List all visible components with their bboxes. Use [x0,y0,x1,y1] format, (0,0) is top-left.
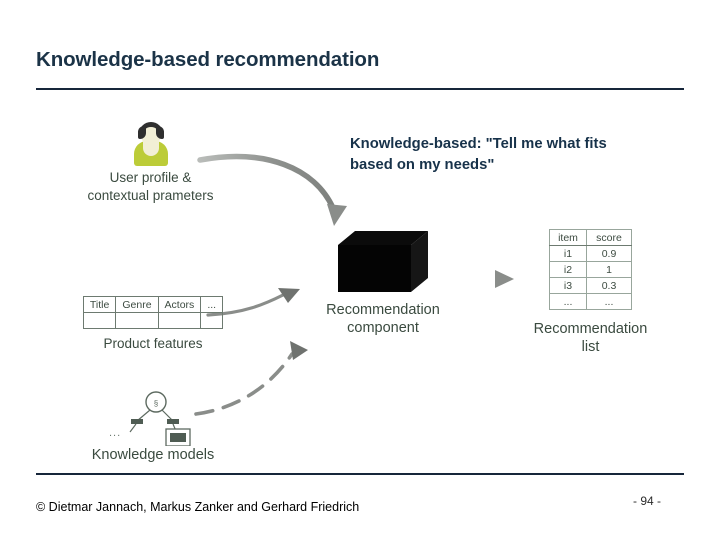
node-user-profile-caption: User profile & contextual prameters [38,169,263,205]
black-box-icon [338,231,428,293]
recommendation-list-table: item score i1 0.9 i2 1 i3 0.3 ... ... [549,229,632,310]
table-row: ... ... [549,293,632,310]
callout-quote-line-1: Knowledge-based: "Tell me what fits [350,136,607,152]
product-features-header-3: ... [200,296,224,313]
table-row-header: Title Genre Actors ... [82,296,224,313]
recommendation-list-score-0: 0.9 [586,245,632,262]
svg-text:§: § [154,399,158,408]
node-user-profile-caption-line-2: contextual prameters [87,188,214,204]
recommendation-flow-diagram: User profile & contextual prameters Titl… [0,96,720,471]
product-features-cell-2 [157,312,202,329]
node-knowledge-models: § ... Knowledge models [48,391,258,463]
arrow-product-to-component-head [278,288,300,303]
product-features-cell-0 [82,312,117,329]
node-recommendation-component: Recommendation component [288,231,478,337]
callout-quote-line-2: based on my needs" [350,157,495,173]
table-row [82,312,224,329]
recommendation-list-item-3: ... [549,293,587,310]
node-recommendation-component-caption: Recommendation component [288,301,478,337]
knowledge-tree-icon: § ... [108,391,198,446]
arrow-knowledge-to-component-head [290,341,308,360]
product-features-cell-1 [115,312,159,329]
node-recommendation-list-caption-line-1: Recommendation [533,321,648,337]
recommendation-list-score-2: 0.3 [586,277,632,294]
recommendation-list-item-1: i2 [549,261,587,278]
header-divider [36,88,684,90]
table-row: i1 0.9 [549,245,632,262]
product-features-cell-3 [200,312,224,329]
product-features-table: Title Genre Actors ... [82,296,224,329]
arrow-user-to-component [197,153,336,211]
recommendation-list-item-0: i1 [549,245,587,262]
footer-credit: © Dietmar Jannach, Markus Zanker and Ger… [36,500,360,514]
node-recommendation-list: item score i1 0.9 i2 1 i3 0.3 ... ... [493,229,688,356]
node-recommendation-list-caption: Recommendation list [493,320,688,356]
node-recommendation-component-caption-line-2: component [347,320,419,337]
arrow-component-to-list-head [495,270,514,288]
node-user-profile: User profile & contextual prameters [38,122,263,205]
user-avatar-icon [128,122,174,166]
recommendation-list-item-2: i3 [549,277,587,294]
table-row: i3 0.3 [549,277,632,294]
footer-divider [36,473,684,475]
product-features-header-2: Actors [157,296,202,313]
node-product-features: Title Genre Actors ... Product features [48,296,258,351]
node-recommendation-list-caption-line-2: list [581,339,600,356]
table-row-header: item score [549,229,632,246]
node-recommendation-component-caption-line-1: Recommendation [326,302,440,318]
callout-quote: Knowledge-based: "Tell me what fits base… [350,134,670,176]
recommendation-list-header-score: score [586,229,632,246]
product-features-header-0: Title [82,296,117,313]
arrow-user-to-component-head [327,204,347,226]
table-row: i2 1 [549,261,632,278]
node-product-features-caption: Product features [103,336,203,351]
node-user-profile-caption-line-1: User profile & [109,170,192,185]
product-features-header-1: Genre [115,296,159,313]
arrow-knowledge-to-component [194,352,294,416]
recommendation-list-header-item: item [549,229,587,246]
recommendation-list-score-3: ... [586,293,632,310]
recommendation-list-score-1: 1 [586,261,632,278]
page-number: - 94 - [632,494,661,508]
knowledge-tree-ellipsis: ... [109,427,122,439]
node-knowledge-models-caption: Knowledge models [91,447,215,463]
page-title: Knowledge-based recommendation [36,48,380,71]
